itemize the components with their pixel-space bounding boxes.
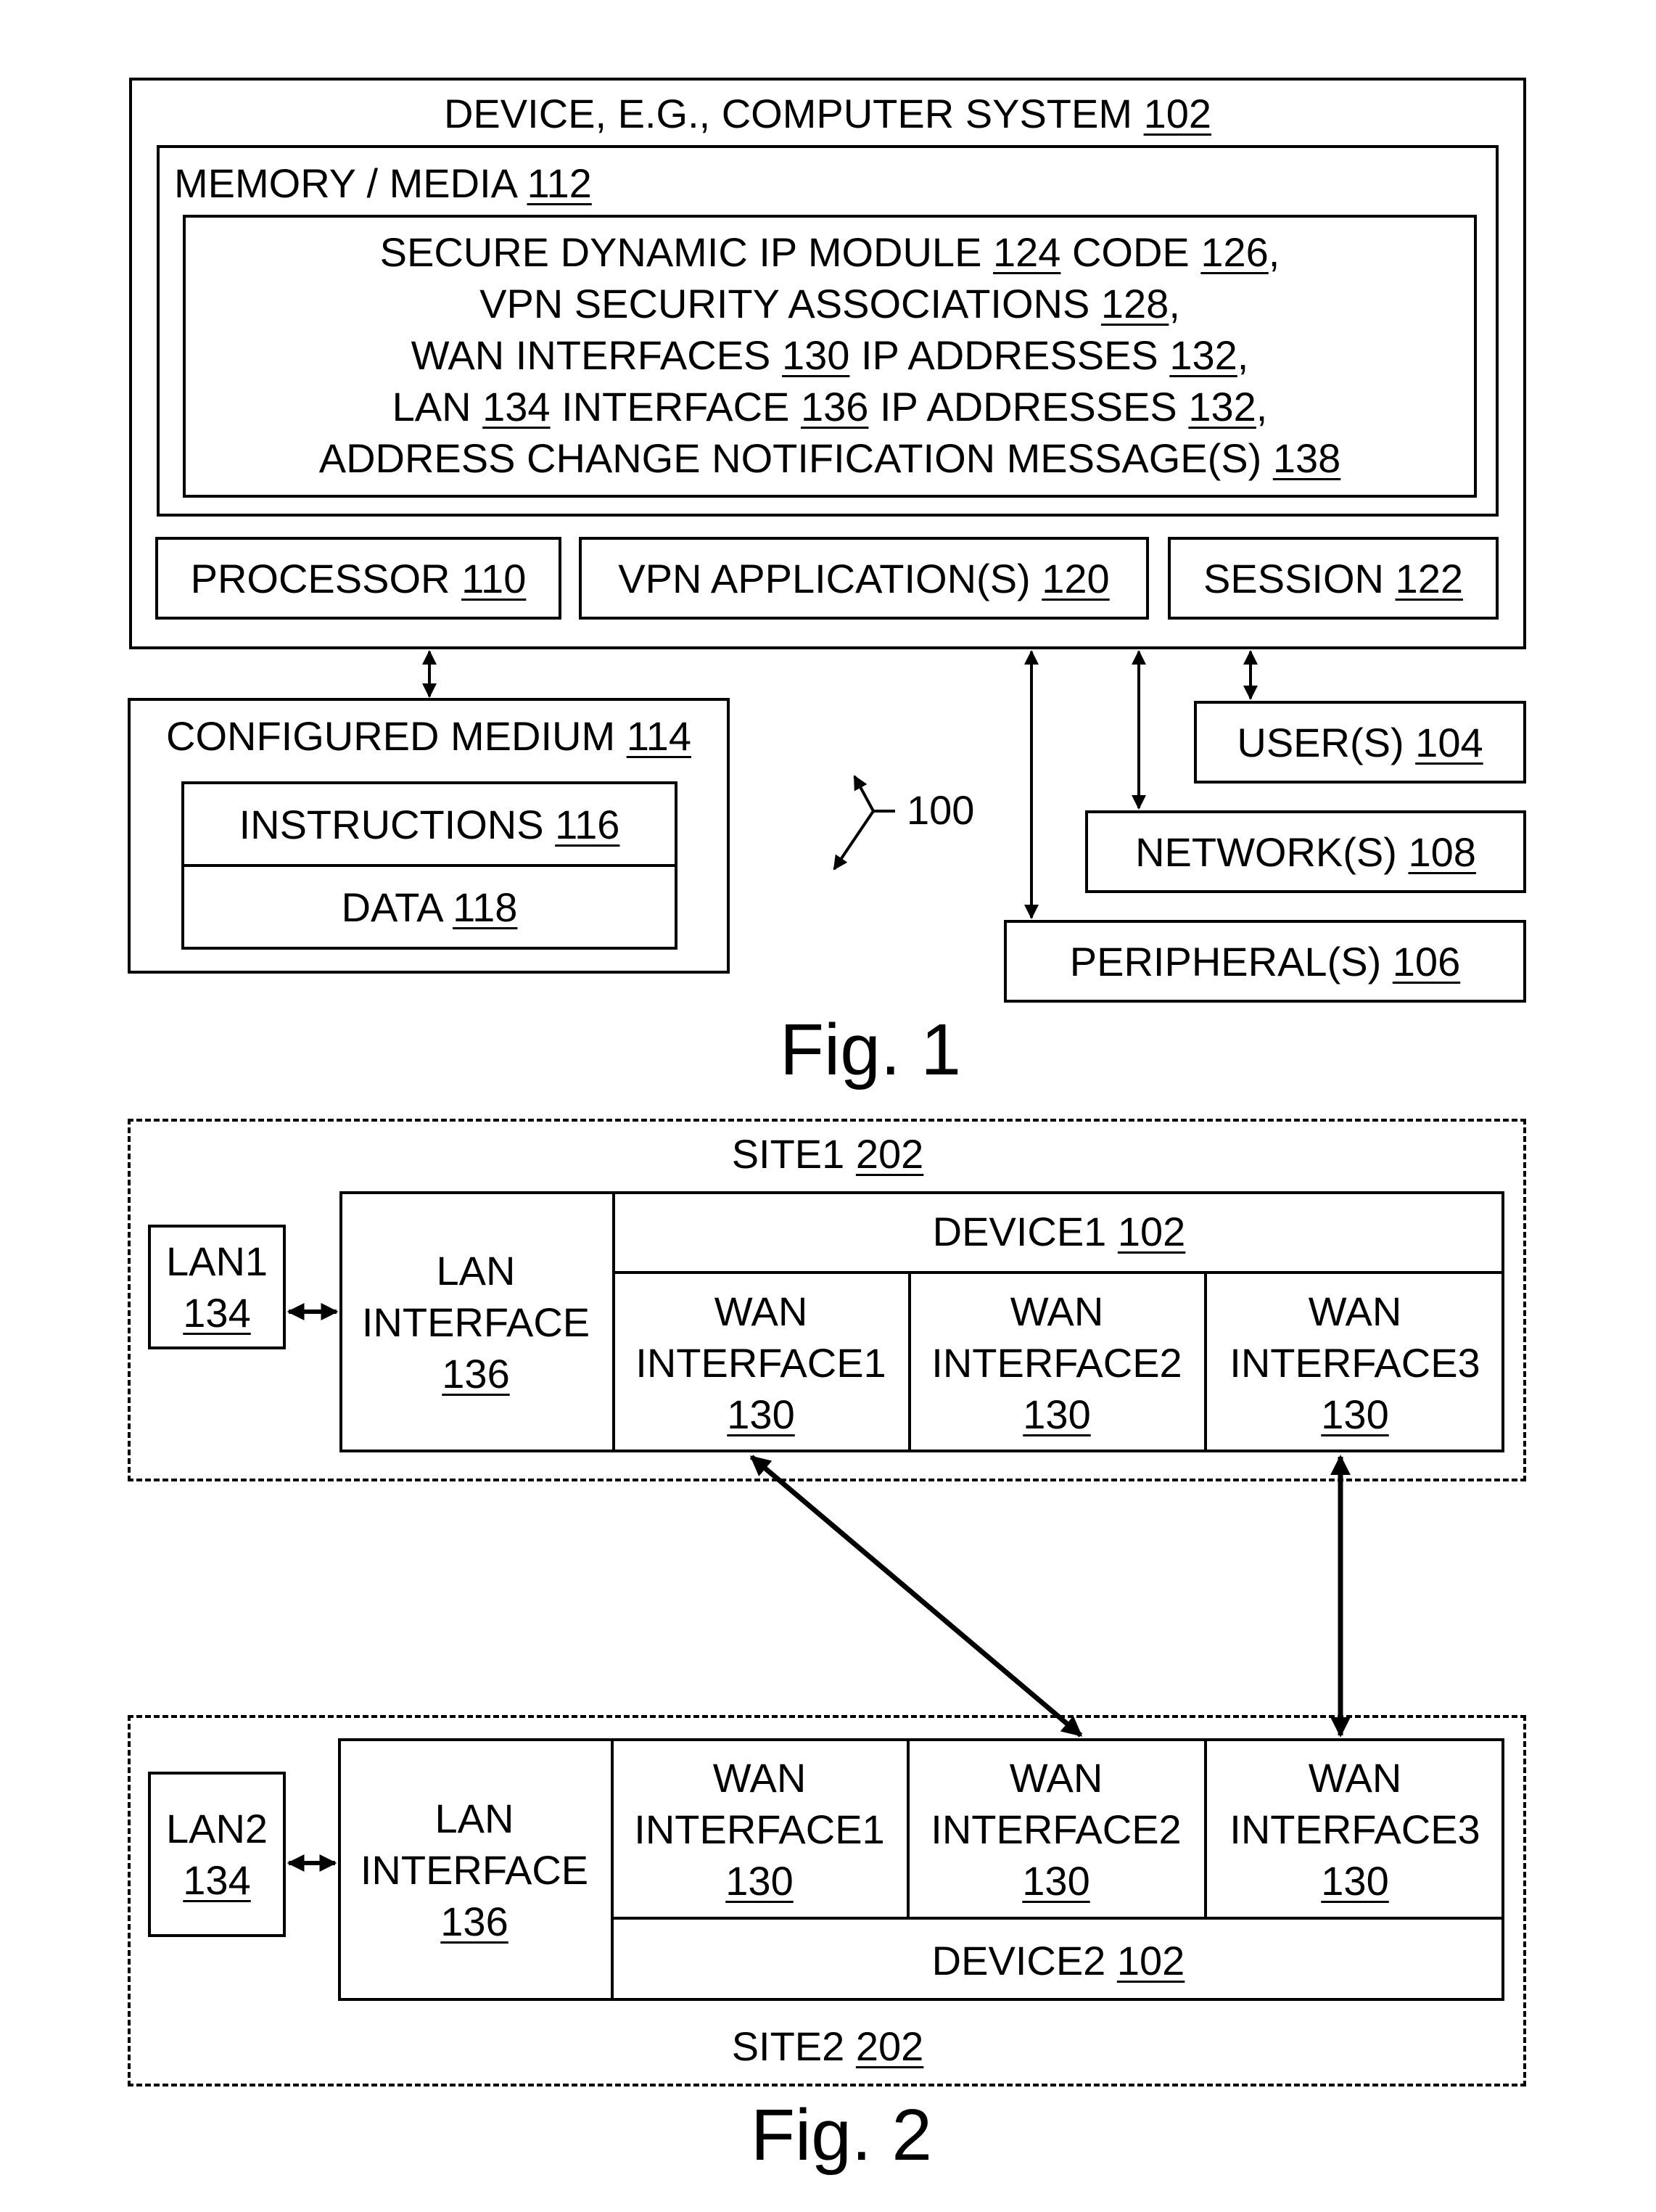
reference-arrow-branch xyxy=(834,811,873,869)
reference-arrow-stem xyxy=(854,776,873,811)
wan-link-site1-if1-to-site2-if2 xyxy=(751,1457,1081,1735)
